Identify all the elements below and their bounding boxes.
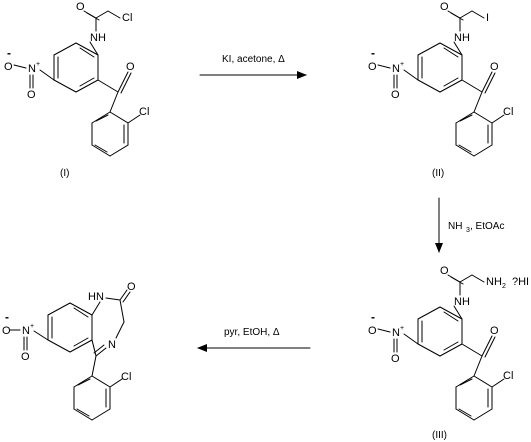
substituent-nh2: NH xyxy=(486,276,502,288)
carbonyl-oxygen: O xyxy=(440,265,449,277)
amide-n: N xyxy=(454,296,462,308)
ring-nh-h: H xyxy=(88,291,96,303)
nitro-n: N xyxy=(392,327,400,339)
amide-n: N xyxy=(454,32,462,44)
nitro-n: N xyxy=(392,63,400,75)
step2-conditions-pre: NH xyxy=(448,221,462,232)
compound-ii: N H O I N + O - O O Cl (II) xyxy=(368,1,513,179)
nitro-o2: O xyxy=(391,89,400,101)
amide-h: H xyxy=(462,296,470,308)
nitro-minus: - xyxy=(7,46,11,60)
step3-conditions: pyr, EtOH, Δ xyxy=(224,327,280,338)
substituent-cl: Cl xyxy=(122,12,132,24)
nitro-n: N xyxy=(28,63,36,75)
nitro-minus: - xyxy=(371,310,375,324)
ketone-oxygen: O xyxy=(490,325,499,337)
compound-iii: N H O NH 2 ?HI N + O - O O Cl (II xyxy=(368,265,529,441)
nitro-n: N xyxy=(22,325,30,337)
carbonyl-oxygen: O xyxy=(440,1,449,13)
ring-cl: Cl xyxy=(503,370,513,382)
amide-h: H xyxy=(462,32,470,44)
ring-cl: Cl xyxy=(139,106,149,118)
ketone-oxygen: O xyxy=(490,61,499,73)
nitro-o2: O xyxy=(21,351,30,363)
ring-cl: Cl xyxy=(121,371,131,383)
compound-label-iii: (III) xyxy=(432,430,447,441)
compound-iv: N H O N N + O - O Cl xyxy=(2,281,136,421)
substituent-i: I xyxy=(486,12,489,24)
nitro-plus: + xyxy=(36,61,40,68)
chlorophenyl-ring xyxy=(91,111,129,157)
substituent-nh2-sub: 2 xyxy=(502,283,506,290)
ketone-oxygen: O xyxy=(126,61,135,73)
carbonyl-oxygen: O xyxy=(76,1,85,13)
nitro-ring xyxy=(53,42,99,93)
nitro-o2: O xyxy=(391,353,400,365)
ring-imine-n: N xyxy=(108,339,116,351)
nitro-o1: O xyxy=(368,325,377,337)
step1-conditions: KI, acetone, Δ xyxy=(222,54,285,65)
reaction-arrow-1: KI, acetone, Δ xyxy=(199,54,307,79)
reaction-arrow-3: pyr, EtOH, Δ xyxy=(197,327,311,352)
nitro-plus: + xyxy=(400,325,404,332)
compound-label-i: (I) xyxy=(60,168,69,179)
ring-carbonyl-o: O xyxy=(127,281,136,293)
amide-h: H xyxy=(98,32,106,44)
reaction-arrow-2: NH 3 , EtOAc xyxy=(435,197,504,253)
salt-hi: ?HI xyxy=(512,276,529,288)
nitro-o1: O xyxy=(2,325,11,337)
ring-nh-n: N xyxy=(96,291,104,303)
compound-label-ii: (II) xyxy=(432,168,444,179)
ring-cl: Cl xyxy=(503,106,513,118)
nitro-minus: - xyxy=(5,310,9,324)
nitro-minus: - xyxy=(371,46,375,60)
nitro-o1: O xyxy=(368,61,377,73)
nitro-o1: O xyxy=(4,61,13,73)
step2-conditions-sub: 3 xyxy=(466,227,470,234)
nitro-o2: O xyxy=(27,89,36,101)
amide-n: N xyxy=(90,32,98,44)
nitro-plus: + xyxy=(400,61,404,68)
compound-i: N H O Cl N + O - O O xyxy=(4,1,149,179)
nitro-plus: + xyxy=(30,323,34,330)
step2-conditions-post: , EtOAc xyxy=(470,221,504,232)
